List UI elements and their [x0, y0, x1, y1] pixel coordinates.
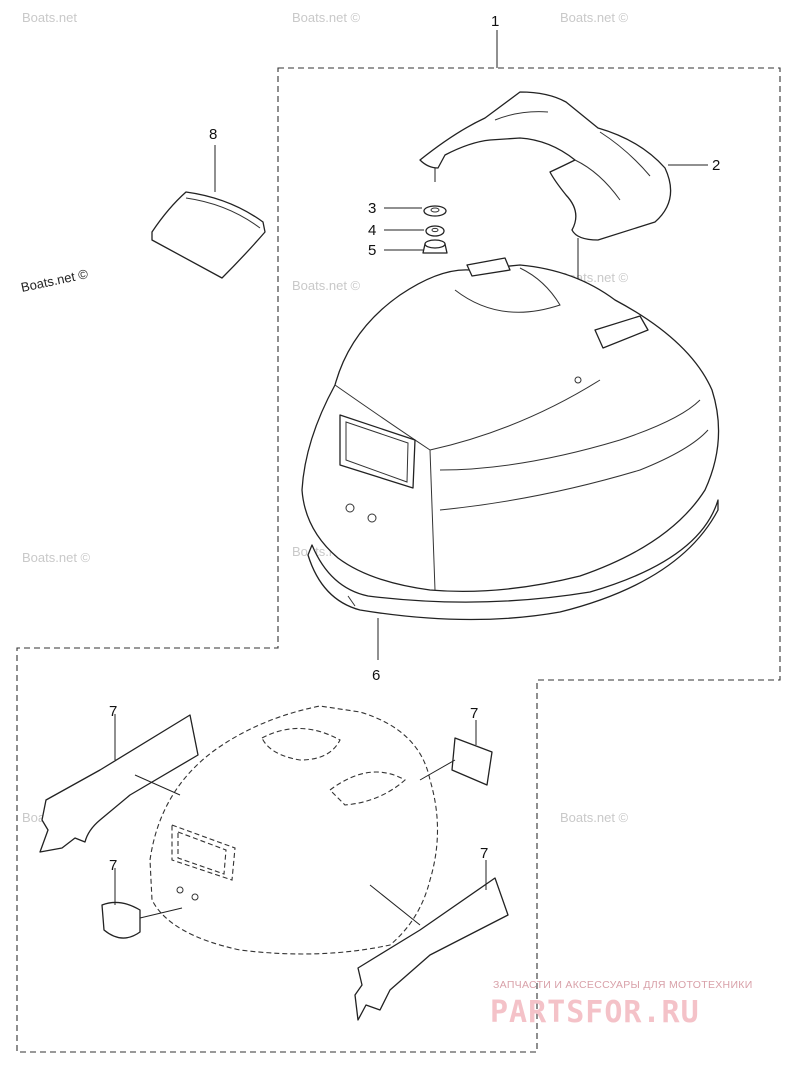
- leader-line: [139, 907, 183, 919]
- watermark-text: Boats.net: [22, 10, 77, 25]
- callout-7[interactable]: 7: [109, 703, 117, 720]
- watermark-text: Boats.net ©: [292, 278, 361, 293]
- callout-6[interactable]: 6: [372, 667, 380, 684]
- callout-7[interactable]: 7: [480, 845, 488, 862]
- callout-7[interactable]: 7: [470, 705, 478, 722]
- watermark-text: Boats.net ©: [20, 266, 90, 295]
- watermark-text: Boats.net ©: [560, 810, 629, 825]
- part-6-seal[interactable]: [307, 499, 719, 621]
- part-5-nut[interactable]: [422, 239, 448, 254]
- watermark-text: Boats.net ©: [22, 550, 91, 565]
- part-4-washer[interactable]: [425, 225, 445, 237]
- callout-2[interactable]: 2: [712, 157, 720, 174]
- callout-4[interactable]: 4: [368, 222, 376, 239]
- part-3-washer[interactable]: [423, 205, 447, 217]
- ghost-engine-cover: [149, 705, 438, 955]
- watermark-text: Boats.net ©: [560, 10, 629, 25]
- callout-1[interactable]: 1: [491, 13, 499, 30]
- part-7-decal-left-small[interactable]: [101, 901, 141, 939]
- callout-7[interactable]: 7: [109, 857, 117, 874]
- part-7-decal-left[interactable]: [39, 714, 199, 853]
- watermark-text: Boats.net ©: [292, 10, 361, 25]
- part-7-decal-right[interactable]: [354, 877, 509, 1021]
- part-2-top-handle[interactable]: [419, 91, 672, 241]
- part-7-decal-right-small[interactable]: [451, 737, 493, 786]
- leader-line: [419, 759, 456, 781]
- assembly-boundary: [16, 67, 781, 1053]
- leader-line: [134, 774, 181, 796]
- brand-watermark: ЗАПЧАСТИ И АКСЕССУАРЫ ДЛЯ МОТОТЕХНИКИ PA…: [490, 979, 753, 1030]
- callout-5[interactable]: 5: [368, 242, 376, 259]
- brand-tagline: ЗАПЧАСТИ И АКСЕССУАРЫ ДЛЯ МОТОТЕХНИКИ: [493, 979, 753, 991]
- leader-line: [369, 884, 421, 926]
- part-8-pad[interactable]: [151, 191, 266, 279]
- brand-name: PARTSFOR.RU: [490, 995, 700, 1030]
- callout-8[interactable]: 8: [209, 126, 217, 143]
- main-engine-cover[interactable]: [301, 257, 720, 593]
- callout-3[interactable]: 3: [368, 200, 376, 217]
